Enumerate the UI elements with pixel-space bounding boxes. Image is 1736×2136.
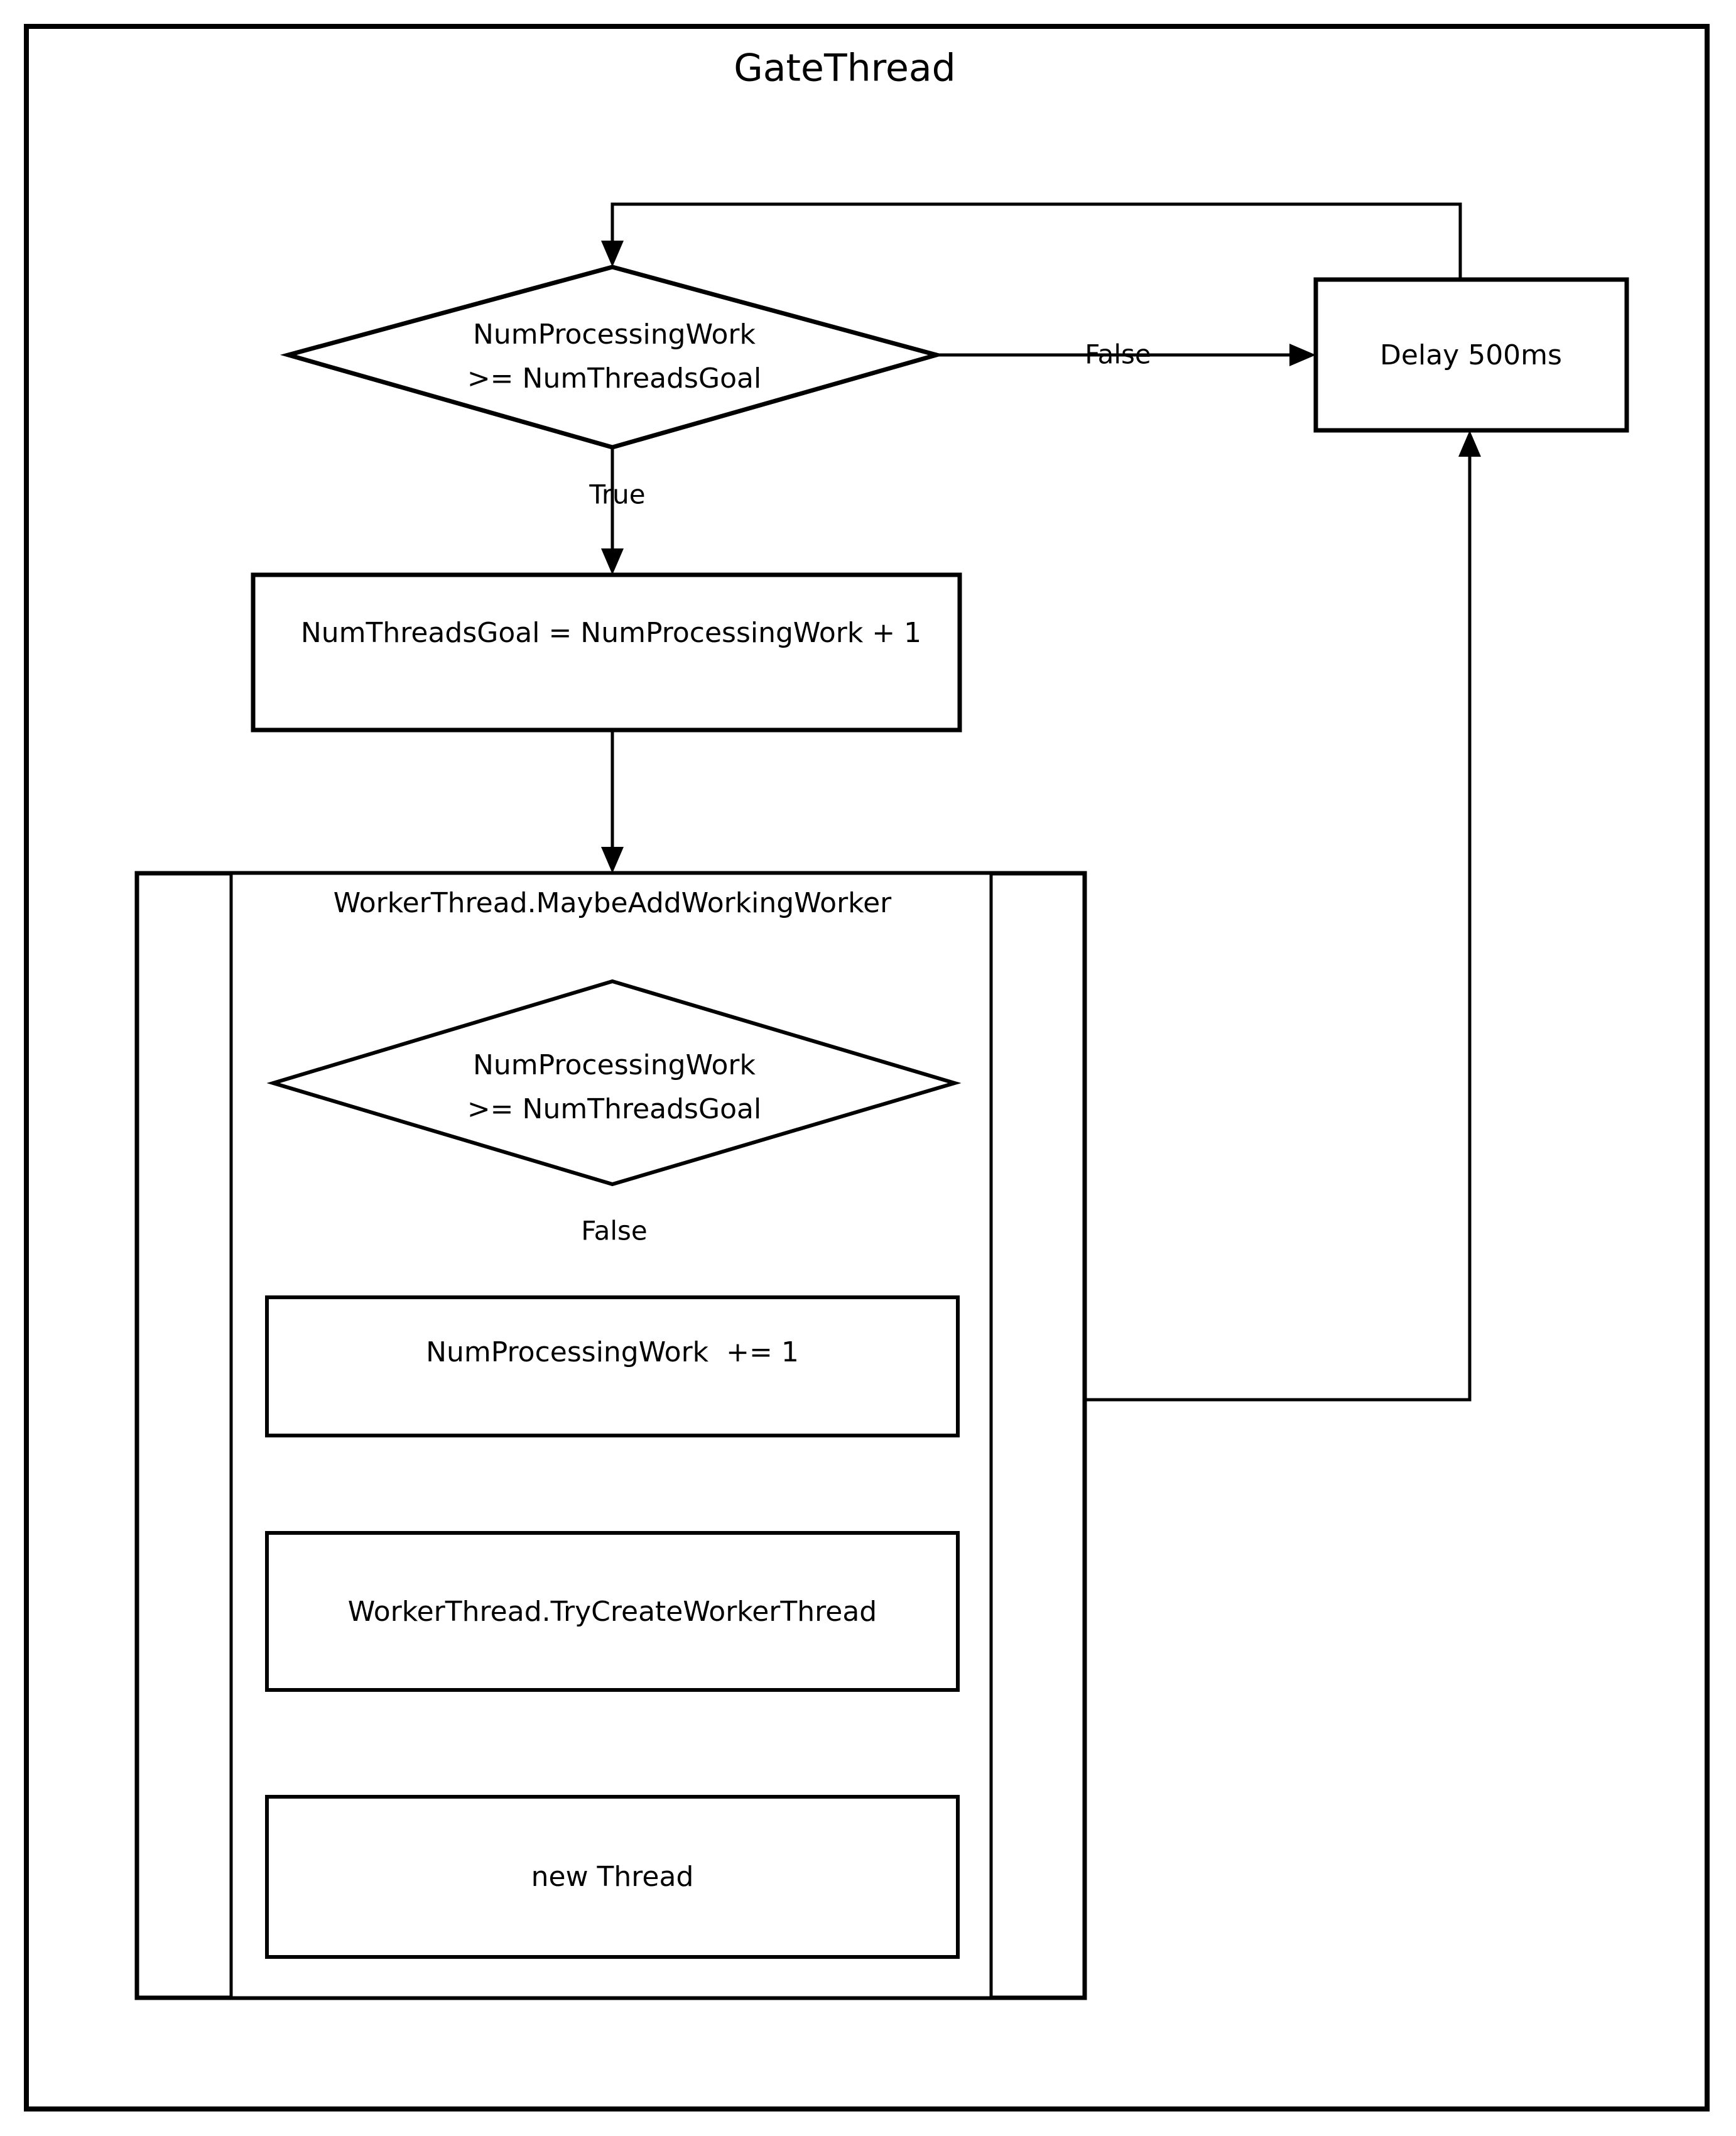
node-set-threads-goal[interactable] [251,572,962,733]
node-gate-decision-line1: NumProcessingWork [473,319,756,351]
node-gate-decision-line2: >= NumThreadsGoal [467,362,761,395]
node-delay-label: Delay 500ms [1380,339,1562,371]
edge-subgraph-to-delay [1085,449,1472,1402]
node-increment-processing-work-label: NumProcessingWork += 1 [426,1336,799,1368]
node-inner-decision-line1: NumProcessingWork [473,1049,756,1081]
node-try-create-worker-thread-label: WorkerThread.TryCreateWorkerThread [348,1596,877,1628]
node-inner-decision-line2: >= NumThreadsGoal [467,1093,761,1125]
edge-gate-false-to-delay-arrowhead [1289,344,1316,366]
node-try-create-worker-thread[interactable] [265,1531,960,1692]
edge-delay-to-gate-decision [610,202,1462,280]
edge-label-inner-false: False [581,1216,647,1246]
node-gate-decision[interactable] [279,264,945,450]
subgraph-title: WorkerThread.MaybeAddWorkingWorker [334,887,892,919]
edge-label-gate-true: True [589,479,645,510]
edge-delay-to-gate-decision-arrowhead [601,241,624,267]
page-title: GateThread [734,46,956,90]
edge-gate-true-to-set-goal-arrowhead [601,548,624,575]
edge-label-gate-false: False [1085,339,1151,370]
edge-subgraph-to-delay-arrowhead [1458,430,1481,457]
node-new-thread[interactable] [265,1795,960,1959]
node-delay[interactable] [1313,277,1629,433]
edge-set-goal-to-subgraph-arrowhead [601,847,624,873]
node-new-thread-label: new Thread [531,1861,694,1893]
node-increment-processing-work[interactable] [265,1295,960,1437]
node-inner-decision[interactable] [266,979,962,1187]
node-set-threads-goal-label: NumThreadsGoal = NumProcessingWork + 1 [301,617,921,649]
